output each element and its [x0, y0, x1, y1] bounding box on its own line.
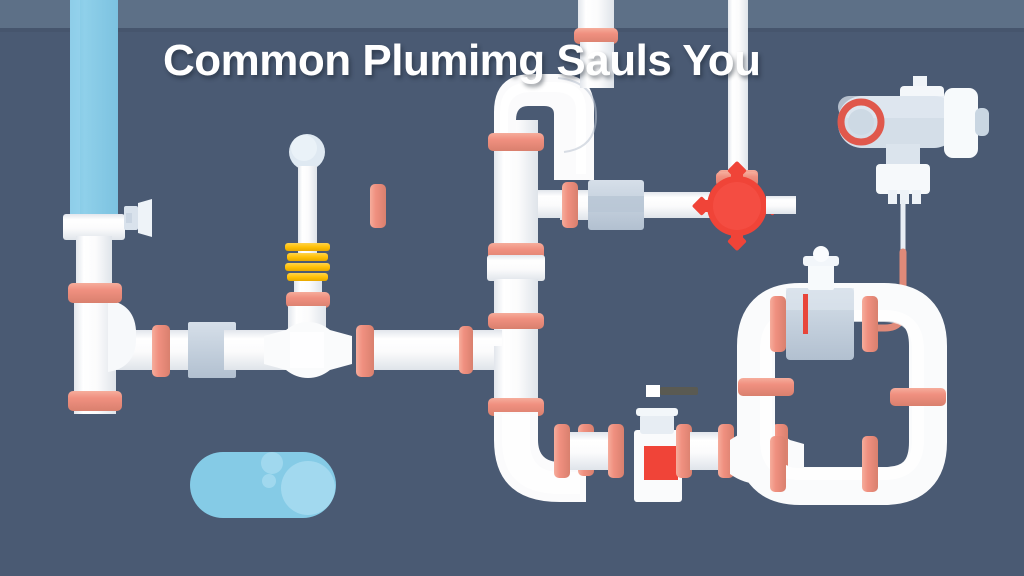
collar — [356, 325, 374, 377]
bubble-icon — [281, 461, 335, 515]
background-band-edge — [0, 28, 1024, 32]
yellow-coil — [285, 243, 330, 281]
collar — [554, 424, 570, 478]
lever-knob — [646, 385, 660, 397]
blue-supply-pipe — [70, 0, 118, 222]
lever-arm — [660, 387, 698, 395]
ball-rod-valve — [285, 134, 330, 308]
valve-red-label — [644, 446, 678, 480]
inline-gray-valve — [560, 180, 710, 230]
collar — [68, 283, 122, 303]
collar — [68, 391, 122, 411]
collar — [370, 184, 386, 228]
faucet-spigot-icon — [124, 199, 152, 237]
water-puddle — [190, 452, 336, 518]
collar — [488, 133, 544, 151]
collar — [574, 28, 618, 44]
collar — [562, 182, 578, 228]
collar — [862, 436, 878, 492]
thin-riser-pipe — [718, 0, 758, 184]
loop-valve-body[interactable] — [786, 246, 854, 360]
valve-indicator-line — [803, 294, 808, 334]
page-title: Common Plumimg Sauls You — [163, 36, 761, 85]
bubble-icon — [262, 474, 276, 488]
left-riser-pipe — [63, 199, 152, 286]
collar — [890, 388, 946, 406]
background-top-band — [0, 0, 1024, 28]
bubble-icon — [261, 452, 283, 474]
collar — [488, 398, 544, 416]
collar — [770, 436, 786, 492]
tee-joint-center — [264, 306, 460, 378]
collar — [286, 292, 330, 308]
pressure-gauge-unit — [837, 76, 989, 332]
red-label-valve[interactable] — [554, 385, 698, 502]
red-gear-valve[interactable] — [692, 161, 796, 252]
pipe-loop-square — [737, 246, 947, 505]
collar — [608, 424, 624, 478]
collar — [862, 296, 878, 352]
collar — [738, 378, 794, 396]
mid-horizontal-run — [370, 184, 578, 228]
collar — [676, 424, 692, 478]
collar — [770, 296, 786, 352]
collar — [459, 326, 473, 374]
collar — [488, 313, 544, 329]
u-bend-trap — [488, 0, 618, 261]
collar — [152, 325, 170, 377]
